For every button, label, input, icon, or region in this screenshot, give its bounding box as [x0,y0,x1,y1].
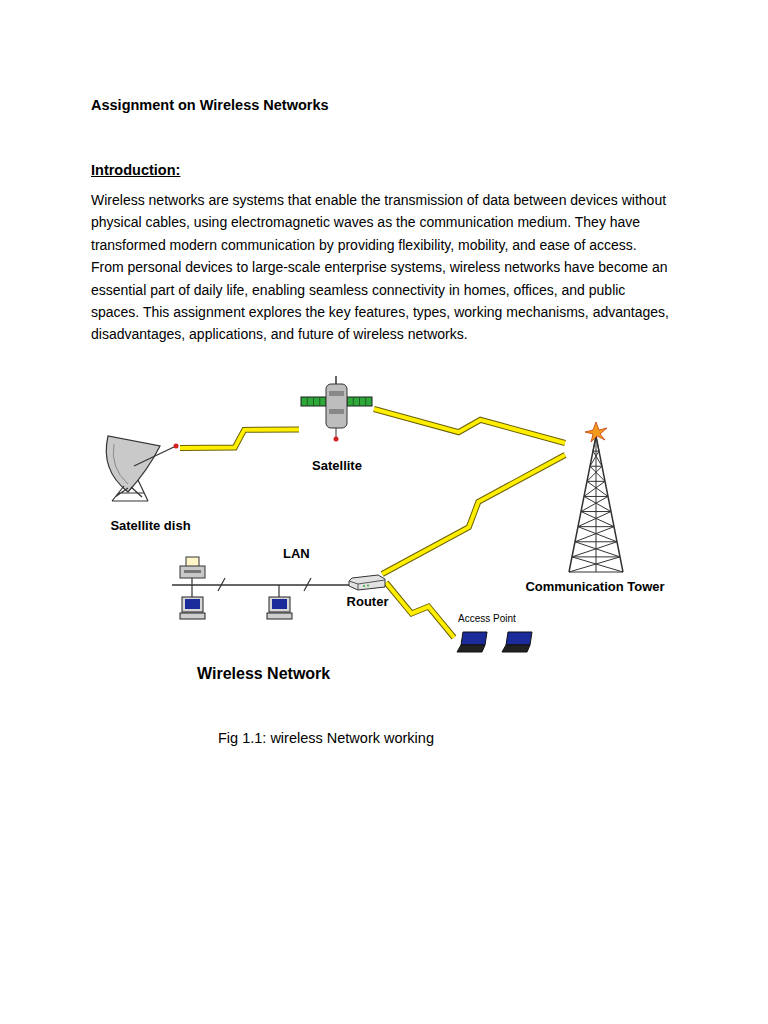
tower-icon [565,422,627,572]
body-paragraph: Wireless networks are systems that enabl… [91,189,669,346]
connectors [180,409,565,638]
satellite-dish-node: Satellite dish [88,430,213,534]
satellite-icon [299,375,374,443]
printer-icon [180,557,205,578]
wireless-link [180,429,299,448]
diagram-label: Wireless Network [197,664,330,684]
access-point-node: Access Point [452,612,542,655]
wireless-link [386,583,454,638]
lan-bus [172,578,350,597]
computer-icon [267,597,292,619]
node-label: Router [340,594,395,610]
router-icon [348,574,386,591]
node-label: Satellite dish [88,518,213,534]
laptop-icons [454,630,540,655]
tower-node: Communication Tower [515,422,675,595]
node-label: Satellite [297,458,377,474]
satellite-dish-icon [98,430,180,502]
computer-icon [180,597,205,619]
figure-caption: Fig 1.1: wireless Network working [218,729,434,747]
wireless-link [374,409,565,443]
router-node: Router [340,574,395,610]
page-title: Assignment on Wireless Networks [91,96,329,114]
section-heading: Introduction: [91,161,180,180]
satellite-node: Satellite [297,375,377,474]
wireless-link [382,455,565,574]
network-label: LAN [283,545,310,562]
node-label: Access Point [452,612,542,625]
node-label: Communication Tower [515,579,675,595]
